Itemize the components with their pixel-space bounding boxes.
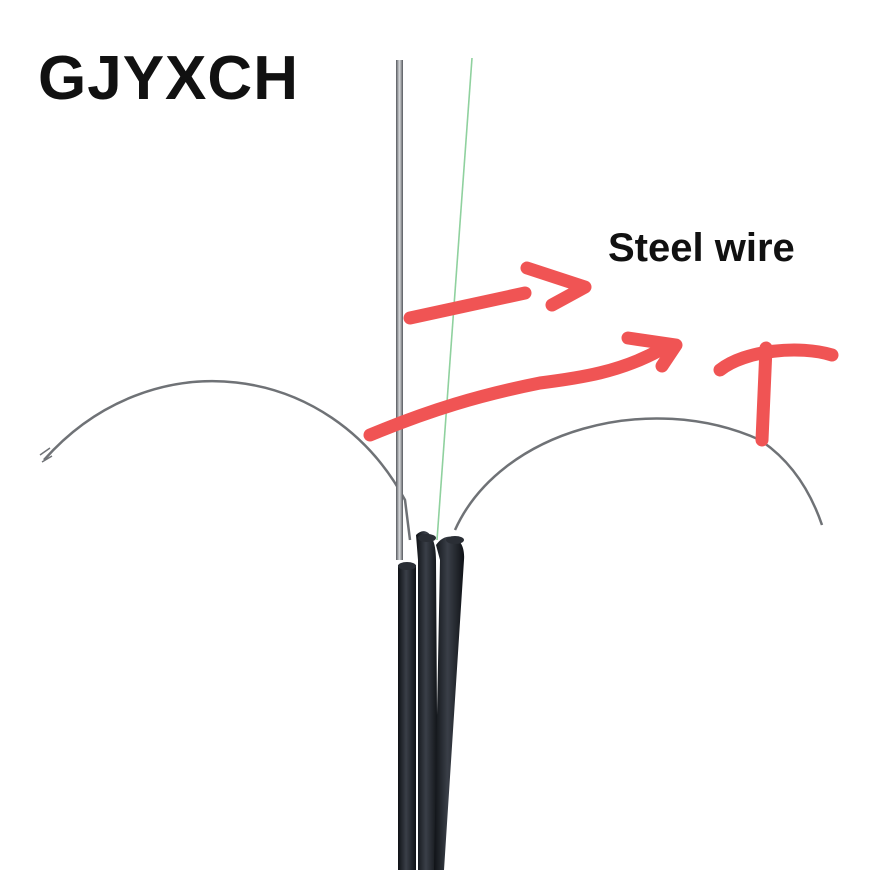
annotation-arrow-icon [363,331,683,442]
steel-wire-caption: Steel wire [608,226,795,270]
right-steel-wire [453,417,824,531]
product-title: GJYXCH [38,44,299,113]
annotation-arrow-icon [403,261,592,325]
left-steel-wire [43,379,412,541]
core-end-cap [418,534,436,542]
core-end-cap [398,562,416,570]
vertical-steel-rod [396,60,403,560]
cable-core-middle [416,531,438,870]
left-wire-tip [39,447,53,463]
cable-core-right [434,536,465,870]
core-end-cap [446,536,464,544]
cable-core-left [398,565,416,870]
annotation-hook-icon [713,341,839,447]
green-optical-fiber [436,57,473,541]
